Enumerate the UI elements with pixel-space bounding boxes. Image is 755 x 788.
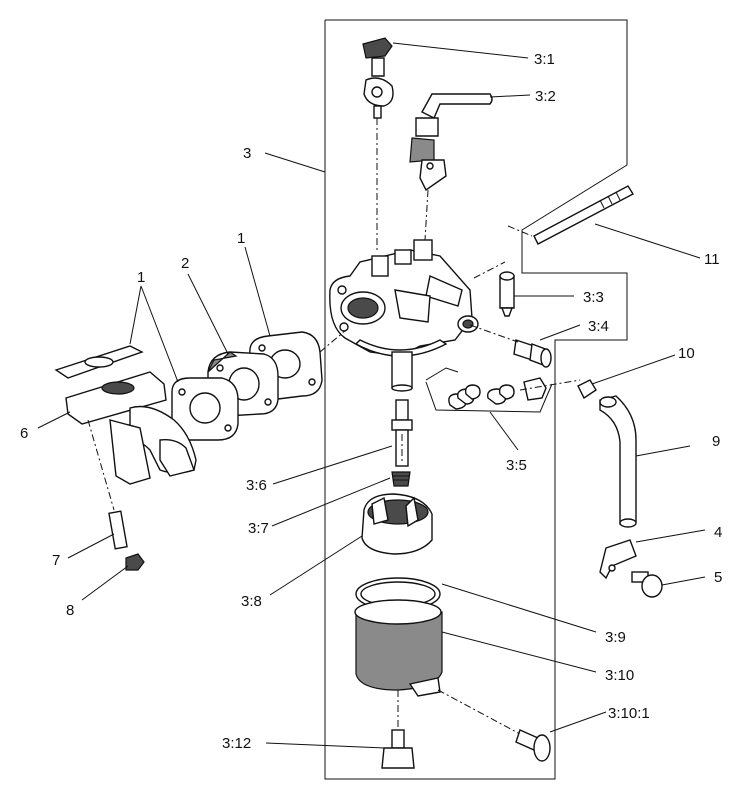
label-3-7: 3:7 [248,520,269,537]
label-3-9: 3:9 [605,629,626,646]
main-jet-tube [391,399,413,467]
float-bowl [354,599,443,697]
label-11: 11 [704,251,720,268]
main-jet [391,471,411,487]
clip [577,379,597,400]
spring-kit [425,367,553,413]
label-5: 5 [714,569,722,586]
label-3-1: 3:1 [534,51,555,68]
label-3-6: 3:6 [246,477,267,494]
label-3-3: 3:3 [583,289,604,306]
adjust-screw [513,339,552,368]
gasket-middle [171,377,239,441]
label-3-10-1: 3:10:1 [608,705,650,722]
carburetor-body [329,239,479,392]
nut [125,553,145,571]
gasket-left [54,345,144,379]
label-9: 9 [712,433,720,450]
fuel-line [599,395,637,528]
throttle-lever [409,93,493,192]
label-3-10: 3:10 [605,667,634,684]
bowl-screw [515,729,551,762]
drain-bolt [381,729,415,769]
label-3-5: 3:5 [506,457,527,474]
choke-lever [362,37,394,119]
label-4: 4 [714,524,722,541]
leader-lines [37,42,706,749]
label-3-2: 3:2 [535,88,556,105]
assembly-3-boundary [324,19,628,780]
stud [108,510,128,550]
label-3-4: 3:4 [588,318,609,335]
label-6: 6 [20,425,28,442]
label-3-8: 3:8 [241,593,262,610]
label-3: 3 [243,145,251,162]
label-10: 10 [678,345,695,362]
hose-clamp [599,539,637,580]
idle-screw [473,261,515,317]
clamp-screw [631,571,663,598]
label-1-left: 1 [137,269,145,286]
float [361,493,433,555]
label-8: 8 [66,602,74,619]
label-3-12: 3:12 [222,735,251,752]
intake-manifold [65,371,197,485]
control-stud [533,185,634,245]
label-7: 7 [52,552,60,569]
label-2: 2 [181,255,189,272]
label-1-right: 1 [237,230,245,247]
